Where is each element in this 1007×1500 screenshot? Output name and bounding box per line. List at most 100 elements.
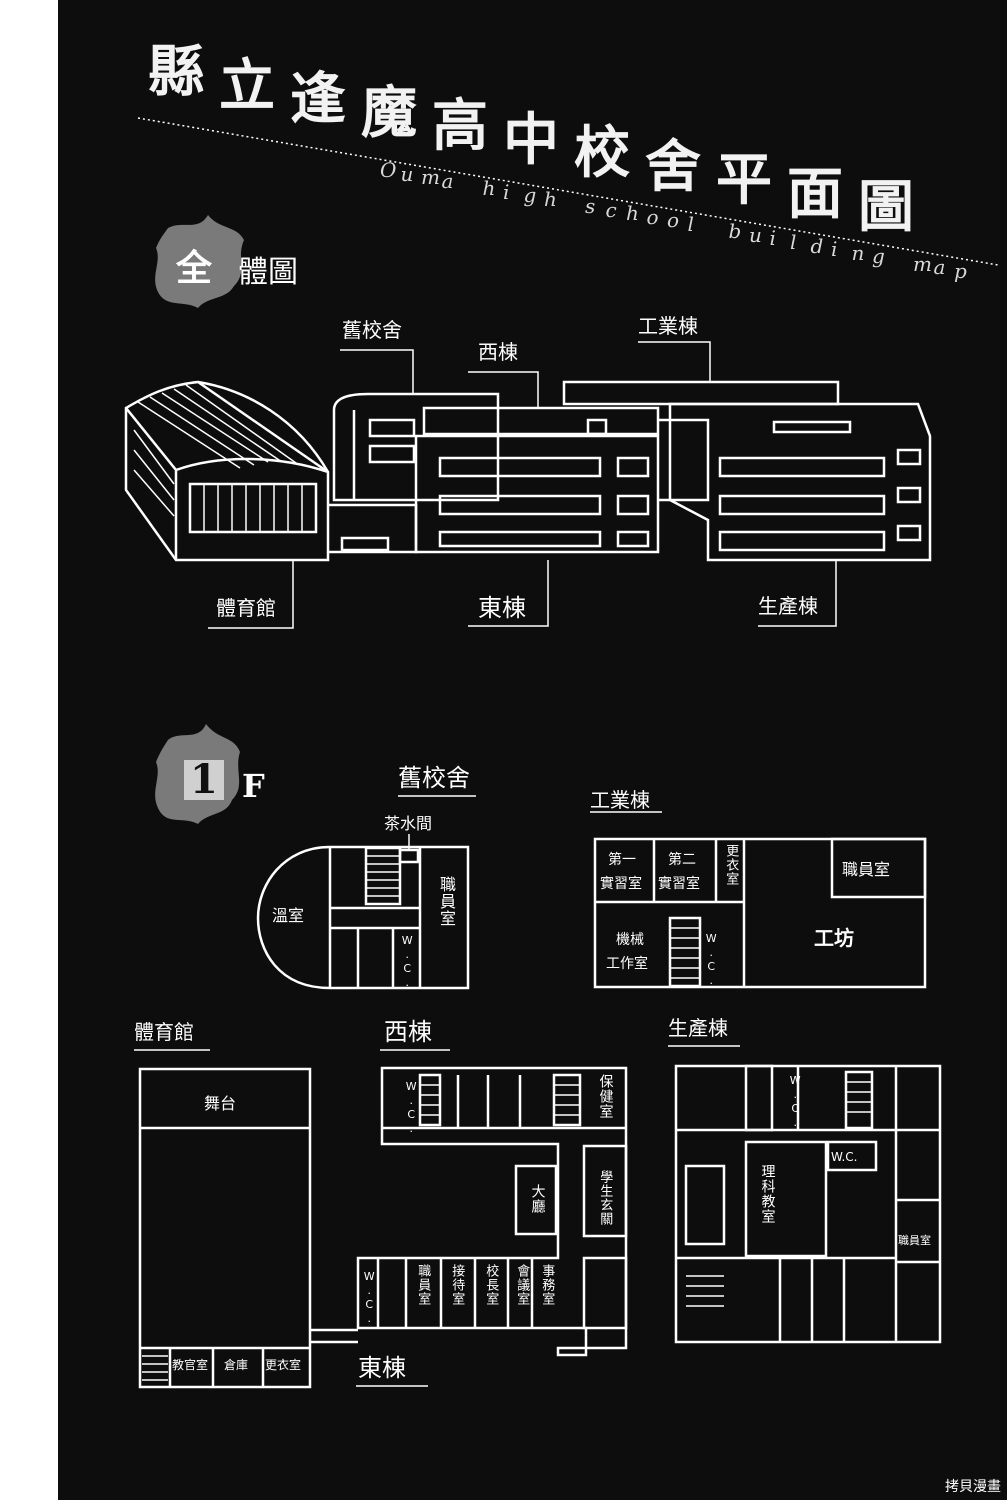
label-west: 西棟 xyxy=(478,340,518,364)
subtitle-char: h xyxy=(544,186,557,211)
floor1-industry-building xyxy=(593,837,927,989)
overview-production-building xyxy=(668,402,932,562)
room-industry-staff: 職員室 xyxy=(842,860,891,879)
section-badges xyxy=(155,215,244,824)
room-west-wc: W.C. xyxy=(404,1080,418,1136)
room-machine-b: 工作室 xyxy=(606,956,648,972)
subtitle-char: m xyxy=(421,165,440,190)
title-char: 高 xyxy=(432,93,488,159)
title-char: 圖 xyxy=(858,174,914,240)
room-greenhouse: 溫室 xyxy=(272,906,305,925)
title-char: 逢 xyxy=(290,66,346,132)
subtitle-char: O xyxy=(380,158,397,182)
room-health: 保健室 xyxy=(597,1074,614,1119)
room-reception: 接待室 xyxy=(449,1264,465,1306)
label-gym: 體育館 xyxy=(216,596,276,620)
title-char: 縣 xyxy=(148,39,204,105)
subtitle-char: n xyxy=(851,240,865,265)
subtitle-char: i xyxy=(769,226,776,251)
room-equipment: 教官室 xyxy=(172,1358,209,1372)
room-entrance: 學生玄關 xyxy=(597,1170,613,1226)
floor1-industry-title: 工業棟 xyxy=(590,788,650,812)
room-meeting: 會議室 xyxy=(514,1264,530,1306)
overview-heading: 體圖 xyxy=(238,255,298,290)
floor1-badge: 1 xyxy=(184,760,224,800)
subtitle-char: i xyxy=(831,237,838,262)
floor1-gym-title: 體育館 xyxy=(134,1020,194,1044)
overview-drawing xyxy=(124,341,932,629)
floor1-old-building-title: 舊校舍 xyxy=(398,764,470,792)
subtitle-char: l xyxy=(790,230,797,254)
room-east-wc: W.C. xyxy=(362,1270,376,1326)
label-east: 東棟 xyxy=(478,594,526,622)
room-principal: 校長室 xyxy=(483,1264,499,1306)
subtitle-char: o xyxy=(667,208,680,233)
room-machine-a: 機械 xyxy=(616,932,644,948)
room-east-staff: 職員室 xyxy=(415,1264,431,1306)
subtitle-char: i xyxy=(503,179,510,204)
title-char: 平 xyxy=(716,147,772,213)
room-workshop: 工坊 xyxy=(814,926,854,950)
subtitle-char: s xyxy=(585,194,596,218)
subtitle-char: d xyxy=(810,233,824,258)
overview-industry-building xyxy=(562,380,840,406)
subtitle-char: c xyxy=(605,197,617,222)
subtitle-char: l xyxy=(687,212,694,236)
title-underline xyxy=(137,117,999,266)
floor1-production-building xyxy=(674,1064,942,1344)
room-practice1-a: 第一 xyxy=(608,852,636,868)
room-prod-wc-mid: W.C. xyxy=(831,1150,858,1164)
room-industry-locker: 更衣室 xyxy=(723,844,739,886)
room-hall: 大廳 xyxy=(529,1184,546,1214)
overview-gym-window xyxy=(188,482,318,534)
subtitle-char: o xyxy=(646,204,659,229)
room-old-wc: W.C. xyxy=(400,934,414,990)
subtitle-char: h xyxy=(626,201,639,226)
subtitle-char: u xyxy=(749,222,762,247)
floor1-production-title: 生產棟 xyxy=(668,1016,728,1040)
room-prod-staff: 職員室 xyxy=(898,1234,931,1247)
overview-old-building xyxy=(332,392,500,502)
room-storage: 倉庫 xyxy=(224,1358,249,1372)
title-char: 校 xyxy=(574,120,630,186)
watermark: 拷貝漫畫 xyxy=(945,1479,1001,1495)
overview-badge: 全 xyxy=(176,247,213,289)
label-production: 生產棟 xyxy=(758,594,818,618)
room-tea: 茶水間 xyxy=(384,814,433,833)
room-old-staff: 職員室 xyxy=(437,876,456,927)
overview-gym xyxy=(124,380,330,562)
title-char: 舍 xyxy=(645,133,701,200)
subtitle-char: m xyxy=(913,251,932,276)
title-char: 立 xyxy=(219,52,275,119)
subtitle-char: p xyxy=(954,258,967,283)
title-char: 中 xyxy=(503,106,559,173)
floor1-east-title: 東棟 xyxy=(358,1354,406,1382)
title-char: 面 xyxy=(787,160,843,227)
room-gym-locker: 更衣室 xyxy=(265,1358,302,1372)
floor1-west-east-building xyxy=(356,1066,628,1357)
overview-east-building xyxy=(414,434,660,554)
subtitle-char: h xyxy=(482,176,496,200)
overview-badge-shape xyxy=(155,215,244,308)
floor1-gym xyxy=(138,1067,358,1389)
room-practice2-a: 第二 xyxy=(668,852,696,868)
subtitle-char: u xyxy=(400,161,414,186)
title-char: 魔 xyxy=(361,79,417,146)
subtitle-char: g xyxy=(872,244,885,269)
line-art xyxy=(124,117,999,1389)
label-old-building: 舊校舍 xyxy=(342,318,402,342)
room-stage: 舞台 xyxy=(204,1094,237,1113)
subtitle-char: a xyxy=(441,168,454,193)
room-prod-wc-top: W.C. xyxy=(788,1074,802,1130)
room-practice2-b: 實習室 xyxy=(658,876,700,892)
room-office: 事務室 xyxy=(539,1264,555,1306)
label-industry: 工業棟 xyxy=(638,314,698,338)
subtitle-char: b xyxy=(728,219,742,244)
floor1-west-title: 西棟 xyxy=(384,1018,432,1046)
floor1-old-building xyxy=(256,834,470,990)
subtitle-char: g xyxy=(523,183,537,208)
floor1-suffix: F xyxy=(242,767,265,805)
room-science: 理科教室 xyxy=(759,1164,776,1224)
subtitle-char: a xyxy=(933,255,946,280)
